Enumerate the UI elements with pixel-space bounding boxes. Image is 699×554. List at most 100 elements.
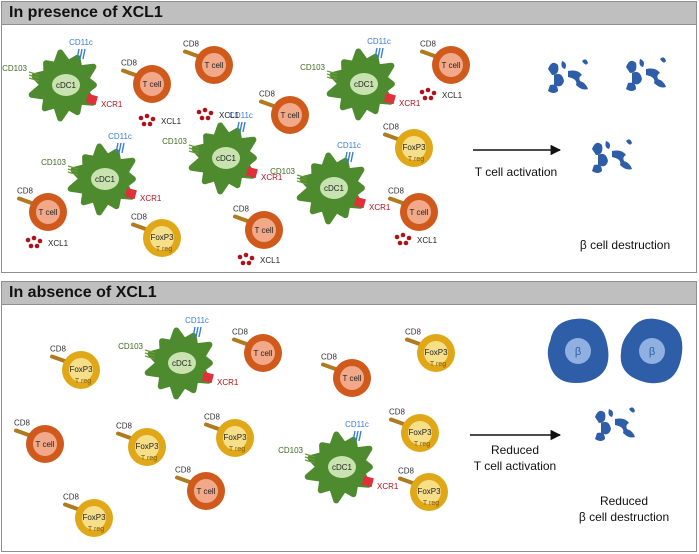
xcl1-cluster: XCL1 — [394, 232, 438, 246]
cdc1-label: cDC1 — [354, 80, 375, 89]
cdc1-label: cDC1 — [56, 81, 77, 90]
xcl1-cluster: XCL1 — [196, 107, 240, 121]
tcell-nucleus — [278, 103, 302, 127]
presence-panel: In presence of XCL1 — [1, 1, 697, 273]
cd11c-label: CD11c — [367, 37, 391, 46]
cd103-receptor — [67, 165, 79, 176]
cd11c-label: CD11c — [185, 316, 209, 325]
cd8-label: CD8 — [405, 328, 422, 337]
tcell-label: T cell — [442, 61, 461, 70]
cd103-receptor — [188, 144, 200, 155]
xcl1-dot — [34, 243, 40, 249]
beta-fragment — [592, 142, 603, 155]
cd8-label: CD8 — [233, 205, 250, 214]
xcl1-dot — [400, 232, 406, 238]
xcl1-dot — [205, 115, 211, 121]
cd8-label: CD8 — [383, 123, 400, 132]
treg-nucleus — [135, 435, 159, 459]
cd8-label: CD8 — [398, 467, 415, 476]
cd11c-receptor — [352, 430, 362, 442]
cd8-label: CD8 — [175, 466, 192, 475]
cd103-label: CD103 — [118, 342, 143, 351]
cd11c-receptor — [76, 48, 86, 60]
beta-cell: β — [547, 318, 609, 384]
treg-nucleus — [150, 226, 174, 250]
beta-fragment — [615, 418, 635, 438]
foxp3-label: FoxP3 — [223, 433, 247, 442]
xcl1-dot — [237, 254, 243, 260]
xcl1-dot — [403, 240, 409, 246]
beta-fragment — [548, 62, 559, 75]
treg-nucleus — [402, 136, 426, 160]
xcl1-dot — [246, 260, 252, 266]
absence-panel-header: In absence of XCL1 — [2, 282, 696, 305]
beta-cell-nucleus — [565, 338, 591, 364]
xcl1-label: XCL1 — [260, 256, 281, 265]
beta-cell-fragments — [548, 59, 588, 93]
beta-fragment — [561, 61, 566, 69]
tcell-label: T cell — [343, 374, 362, 383]
cd103-label: CD103 — [162, 137, 187, 146]
beta-cell-nucleus — [639, 338, 665, 364]
xcl1-dot — [419, 89, 425, 95]
xcl1-dot — [138, 115, 144, 121]
treg-nucleus — [408, 421, 432, 445]
reduced-activation-label-1: Reduced — [491, 443, 539, 457]
tcell-label: T cell — [39, 208, 58, 217]
beta-fragment — [612, 150, 632, 170]
cd11c-label: CD11c — [229, 111, 253, 120]
beta-fragment — [639, 59, 644, 67]
treg-label: T reg — [414, 441, 430, 448]
xcr1-label: XCR1 — [101, 100, 123, 109]
xcl1-label: XCL1 — [48, 239, 69, 248]
xcl1-dot — [243, 252, 249, 258]
cd8-label: CD8 — [50, 345, 67, 354]
xcl1-dot — [141, 121, 147, 127]
foxp3-label: FoxP3 — [150, 233, 174, 242]
cd11c-receptor — [374, 47, 384, 59]
treg-label: T reg — [156, 246, 172, 253]
cd8-label: CD8 — [259, 90, 276, 99]
beta-fragment — [582, 59, 588, 65]
cd11c-receptor — [236, 121, 246, 133]
xcl1-cluster: XCL1 — [237, 252, 281, 266]
treg-label: T reg — [229, 446, 245, 453]
beta-fragment — [608, 409, 613, 417]
beta-fragment — [646, 68, 666, 88]
beta-fragment — [595, 410, 606, 423]
xcl1-cluster: XCL1 — [138, 113, 182, 127]
tcell-nucleus — [202, 53, 226, 77]
cd8-label: CD8 — [14, 419, 31, 428]
xcr1-receptor — [201, 371, 214, 384]
tcell-label: T cell — [410, 208, 429, 217]
beta-label: β — [649, 346, 655, 358]
treg-label: T reg — [423, 500, 439, 507]
reduced-destruction-label-1: Reduced — [600, 494, 648, 508]
xcl1-dot — [202, 107, 208, 113]
treg-label: T reg — [88, 526, 104, 533]
xcl1-dot — [25, 237, 31, 243]
cd103-receptor — [144, 349, 156, 360]
xcl1-dot — [431, 90, 437, 96]
xcr1-label: XCR1 — [217, 378, 239, 387]
xcr1-label: XCR1 — [261, 173, 283, 182]
foxp3-label: FoxP3 — [82, 513, 106, 522]
cdc1-nucleus — [52, 74, 80, 96]
cdc1-nucleus — [212, 147, 240, 169]
activation-label: T cell activation — [475, 165, 557, 179]
xcr1-receptor — [245, 166, 258, 179]
foxp3-label: FoxP3 — [402, 143, 426, 152]
tcell-nucleus — [251, 341, 275, 365]
treg-label: T reg — [75, 378, 91, 385]
tcell-nucleus — [252, 218, 276, 242]
